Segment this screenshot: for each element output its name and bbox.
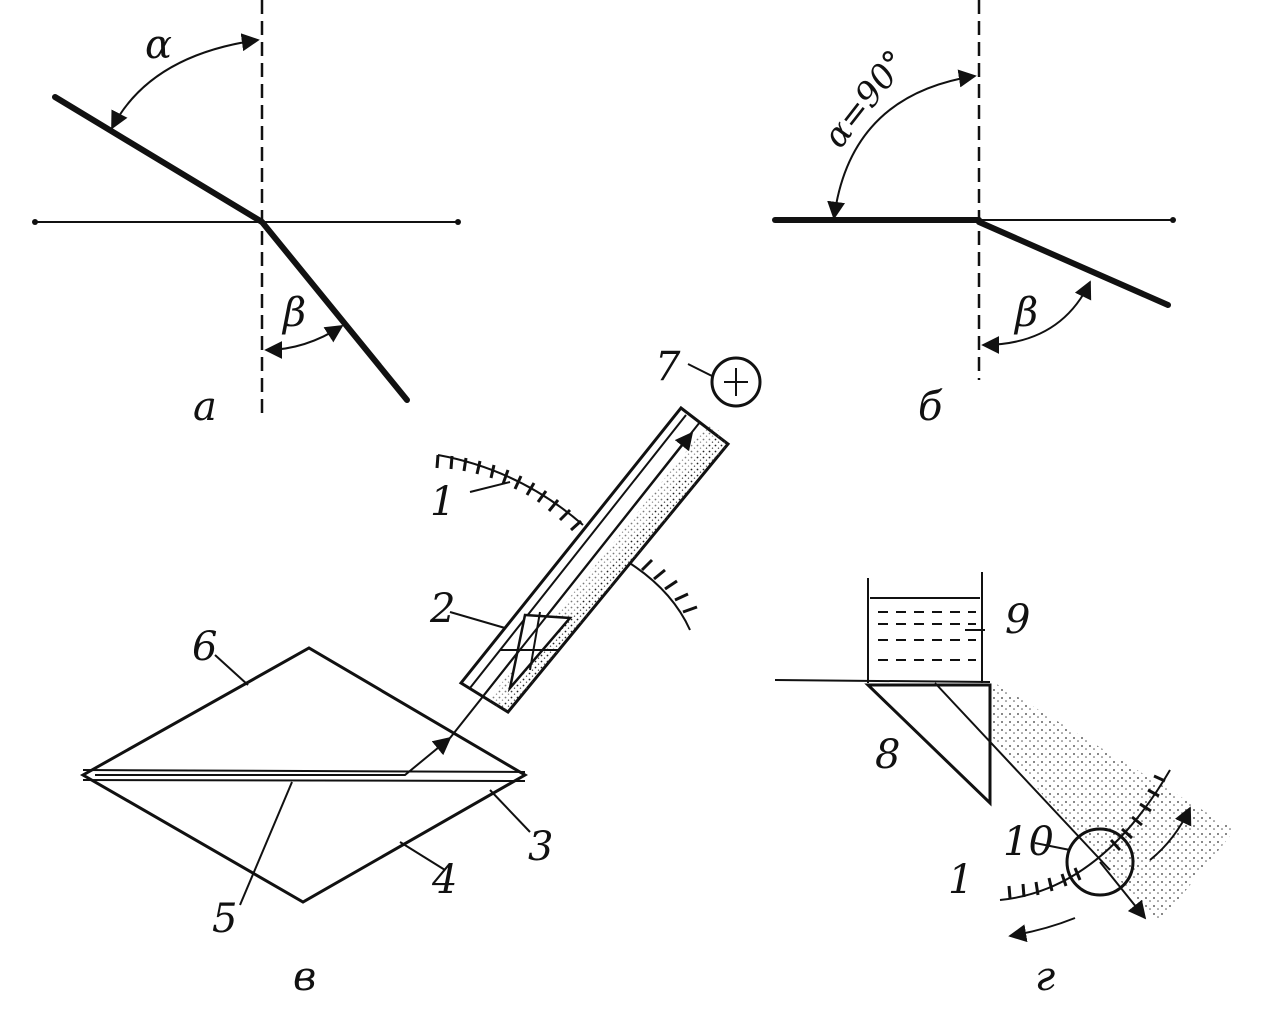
leader-1 bbox=[469, 481, 511, 493]
beta-arc-a bbox=[264, 325, 344, 359]
scale-arc-lower bbox=[627, 561, 691, 631]
leader-3 bbox=[489, 789, 531, 833]
prism-gap-top bbox=[82, 769, 526, 773]
light-band bbox=[498, 430, 728, 712]
eyepiece-10 bbox=[1065, 827, 1135, 897]
prism-edge bbox=[529, 611, 541, 671]
scale-arc-upper bbox=[437, 454, 584, 526]
beta-label-b: β bbox=[1013, 290, 1038, 336]
alpha-label-b: α=90° bbox=[816, 43, 916, 156]
caption-d: г bbox=[1035, 954, 1055, 1000]
prism-8 bbox=[864, 683, 992, 807]
leader-5 bbox=[239, 781, 293, 906]
liquid-dashes bbox=[878, 611, 976, 661]
rotation-arrow-up bbox=[1149, 806, 1192, 861]
scale-ticks-upper bbox=[435, 454, 583, 532]
label-9: 9 bbox=[1005, 597, 1030, 643]
alpha-label-a: α bbox=[145, 22, 172, 68]
view-arrow bbox=[1099, 861, 1147, 920]
endpoint-dot bbox=[1170, 217, 1176, 223]
label-1: 1 bbox=[430, 479, 455, 525]
beta-arc-b bbox=[981, 280, 1092, 354]
refracted-ray-a bbox=[259, 219, 410, 403]
scattered-light bbox=[945, 683, 1235, 922]
panel-b: α=90° β б bbox=[772, 0, 1176, 430]
panel-d: 10 9 8 1 г bbox=[774, 572, 1235, 1000]
leader-4 bbox=[399, 841, 446, 871]
alpha-arc-a bbox=[111, 33, 260, 130]
telescope-inner-line-2 bbox=[469, 414, 687, 689]
leader-7 bbox=[687, 363, 713, 377]
leader-10 bbox=[1034, 842, 1071, 851]
panel-a: α β а bbox=[32, 0, 461, 430]
beta-label-a: β bbox=[281, 290, 306, 336]
label-1-d: 1 bbox=[948, 857, 973, 903]
leader-2 bbox=[449, 611, 506, 629]
leader-6 bbox=[214, 654, 249, 686]
endpoint-dot bbox=[32, 219, 38, 225]
caption-a: а bbox=[193, 384, 217, 430]
label-2: 2 bbox=[429, 586, 455, 632]
refracted-boundary-ray bbox=[934, 682, 1111, 871]
rotation-arrow-left bbox=[1008, 917, 1076, 943]
base-line bbox=[774, 679, 991, 683]
label-8: 8 bbox=[875, 732, 900, 778]
prism-gap-bottom bbox=[82, 779, 526, 782]
light-ray bbox=[95, 736, 452, 776]
scale-ticks-d bbox=[1007, 774, 1166, 899]
caption-c: в bbox=[293, 954, 316, 1000]
endpoint-dot bbox=[455, 219, 461, 225]
label-6: 6 bbox=[192, 624, 217, 670]
label-7: 7 bbox=[655, 344, 681, 390]
label-3: 3 bbox=[528, 824, 553, 870]
label-5: 5 bbox=[212, 896, 237, 942]
incident-ray-a bbox=[52, 94, 265, 225]
refracted-ray-b bbox=[976, 219, 1171, 308]
label-4: 4 bbox=[431, 857, 457, 903]
light-ray-up bbox=[449, 431, 694, 739]
panel-c: 1 2 3 4 5 6 7 в bbox=[79, 344, 762, 1000]
label-10: 10 bbox=[1003, 819, 1054, 865]
alpha-arc-b bbox=[827, 69, 977, 220]
caption-b: б bbox=[918, 384, 943, 430]
scale-ticks-lower bbox=[640, 558, 698, 614]
